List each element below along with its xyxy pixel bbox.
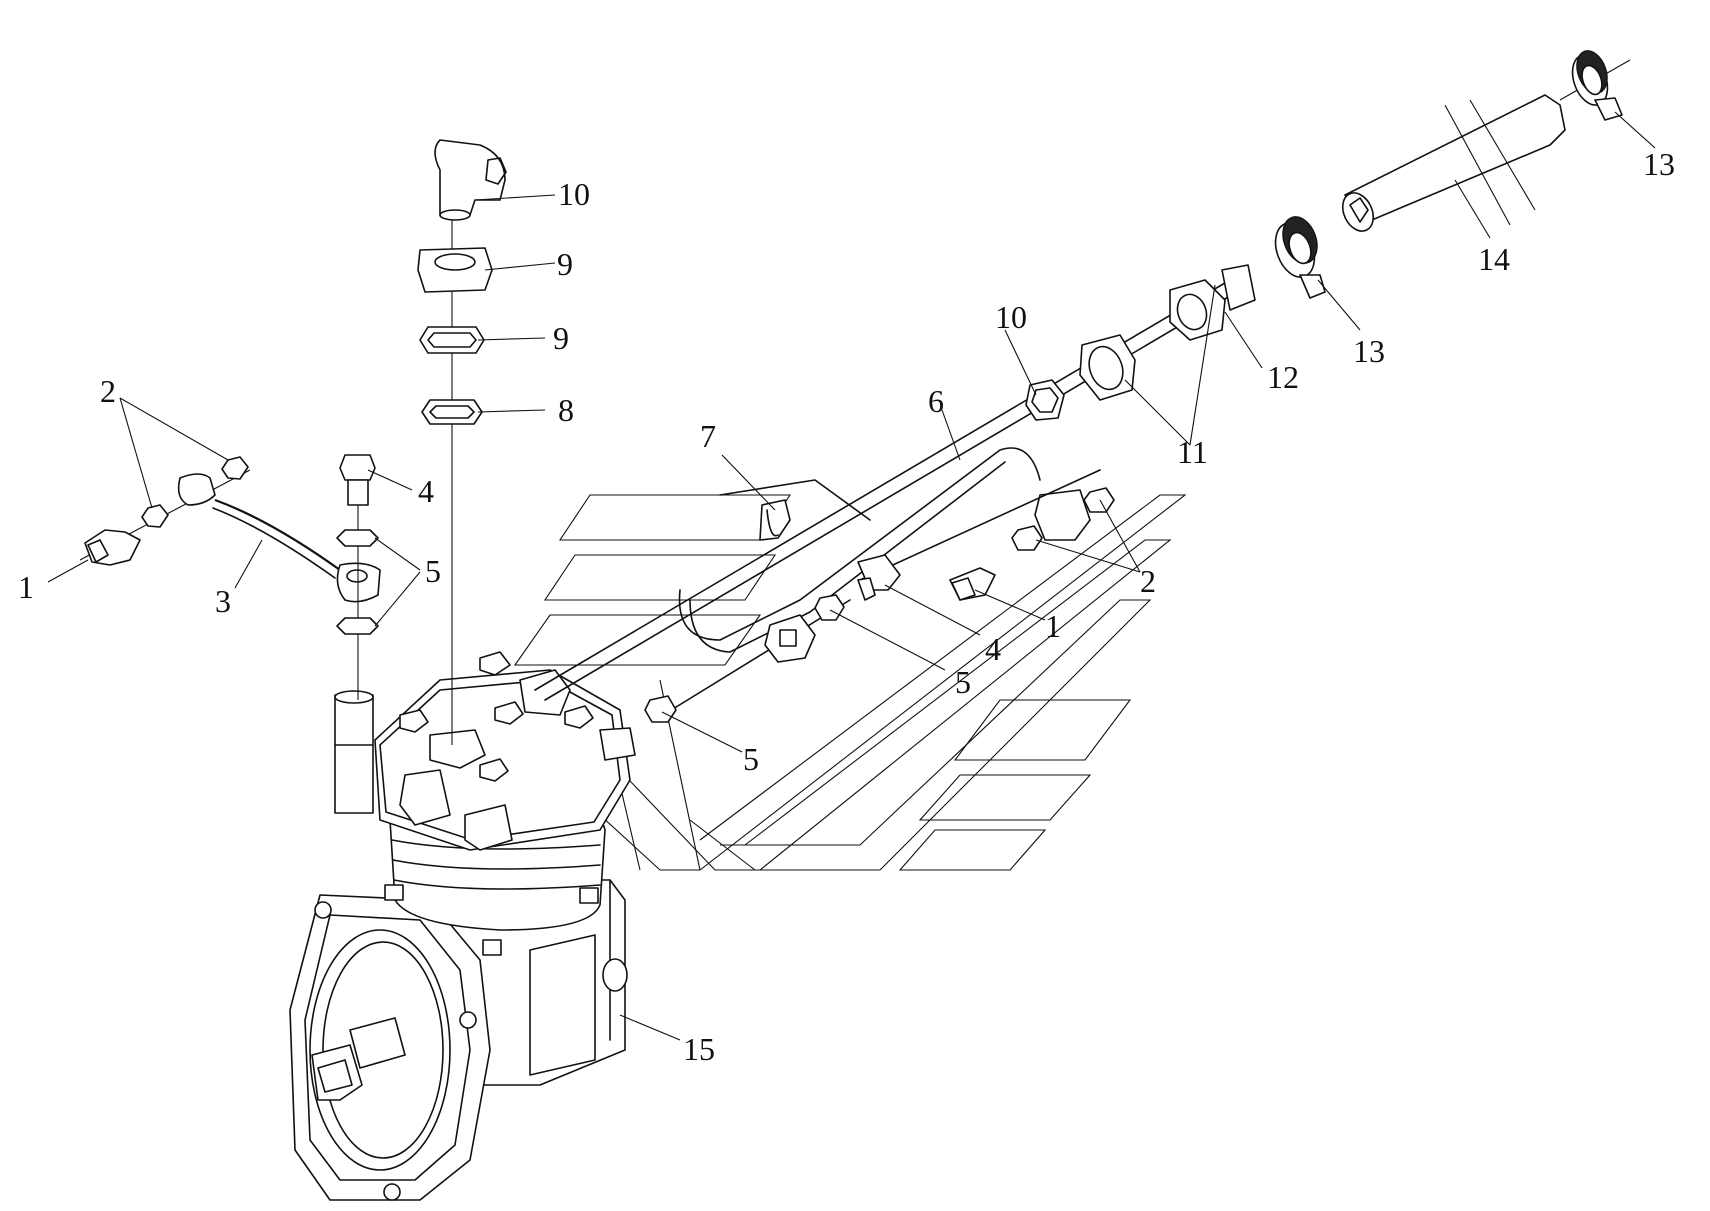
callout-10-right: 11 bbox=[1177, 434, 1208, 470]
callout-5-middle: 5 bbox=[955, 664, 971, 700]
vertical-fitting-stack bbox=[417, 139, 507, 745]
right-pipe-assembly bbox=[534, 50, 1631, 723]
callout-2-right: 2 bbox=[1140, 563, 1156, 599]
callout-8: 8 bbox=[558, 392, 574, 428]
callout-3: 3 bbox=[215, 583, 231, 619]
callout-14: 14 bbox=[1478, 241, 1510, 277]
callout-10-top: 9 bbox=[557, 246, 573, 282]
callout-11: 10 bbox=[558, 176, 590, 212]
background-stripes bbox=[513, 494, 1187, 871]
callout-4-left: 4 bbox=[418, 473, 434, 509]
callout-9-top: 9 bbox=[553, 320, 569, 356]
callout-1-right: 1 bbox=[1045, 608, 1061, 644]
callout-15: 15 bbox=[683, 1031, 715, 1067]
callout-5-left: 5 bbox=[425, 553, 441, 589]
compressor-body bbox=[289, 651, 636, 1201]
callout-1-left: 1 bbox=[18, 569, 34, 605]
leader-lines bbox=[47, 111, 1656, 1041]
callout-7: 7 bbox=[700, 418, 716, 454]
callout-13-left: 13 bbox=[1353, 333, 1385, 369]
callout-13-right: 13 bbox=[1643, 146, 1675, 182]
callout-9-right: 10 bbox=[995, 299, 1027, 335]
left-pipe-assembly bbox=[79, 454, 381, 700]
callout-6: 6 bbox=[928, 383, 944, 419]
callout-2-left: 2 bbox=[100, 373, 116, 409]
callout-labels: 10 9 9 8 2 1 3 4 5 7 6 10 11 12 13 13 14… bbox=[18, 146, 1675, 1067]
callout-12: 12 bbox=[1267, 359, 1299, 395]
callout-4-right: 4 bbox=[985, 631, 1001, 667]
callout-5-lower: 5 bbox=[743, 741, 759, 777]
